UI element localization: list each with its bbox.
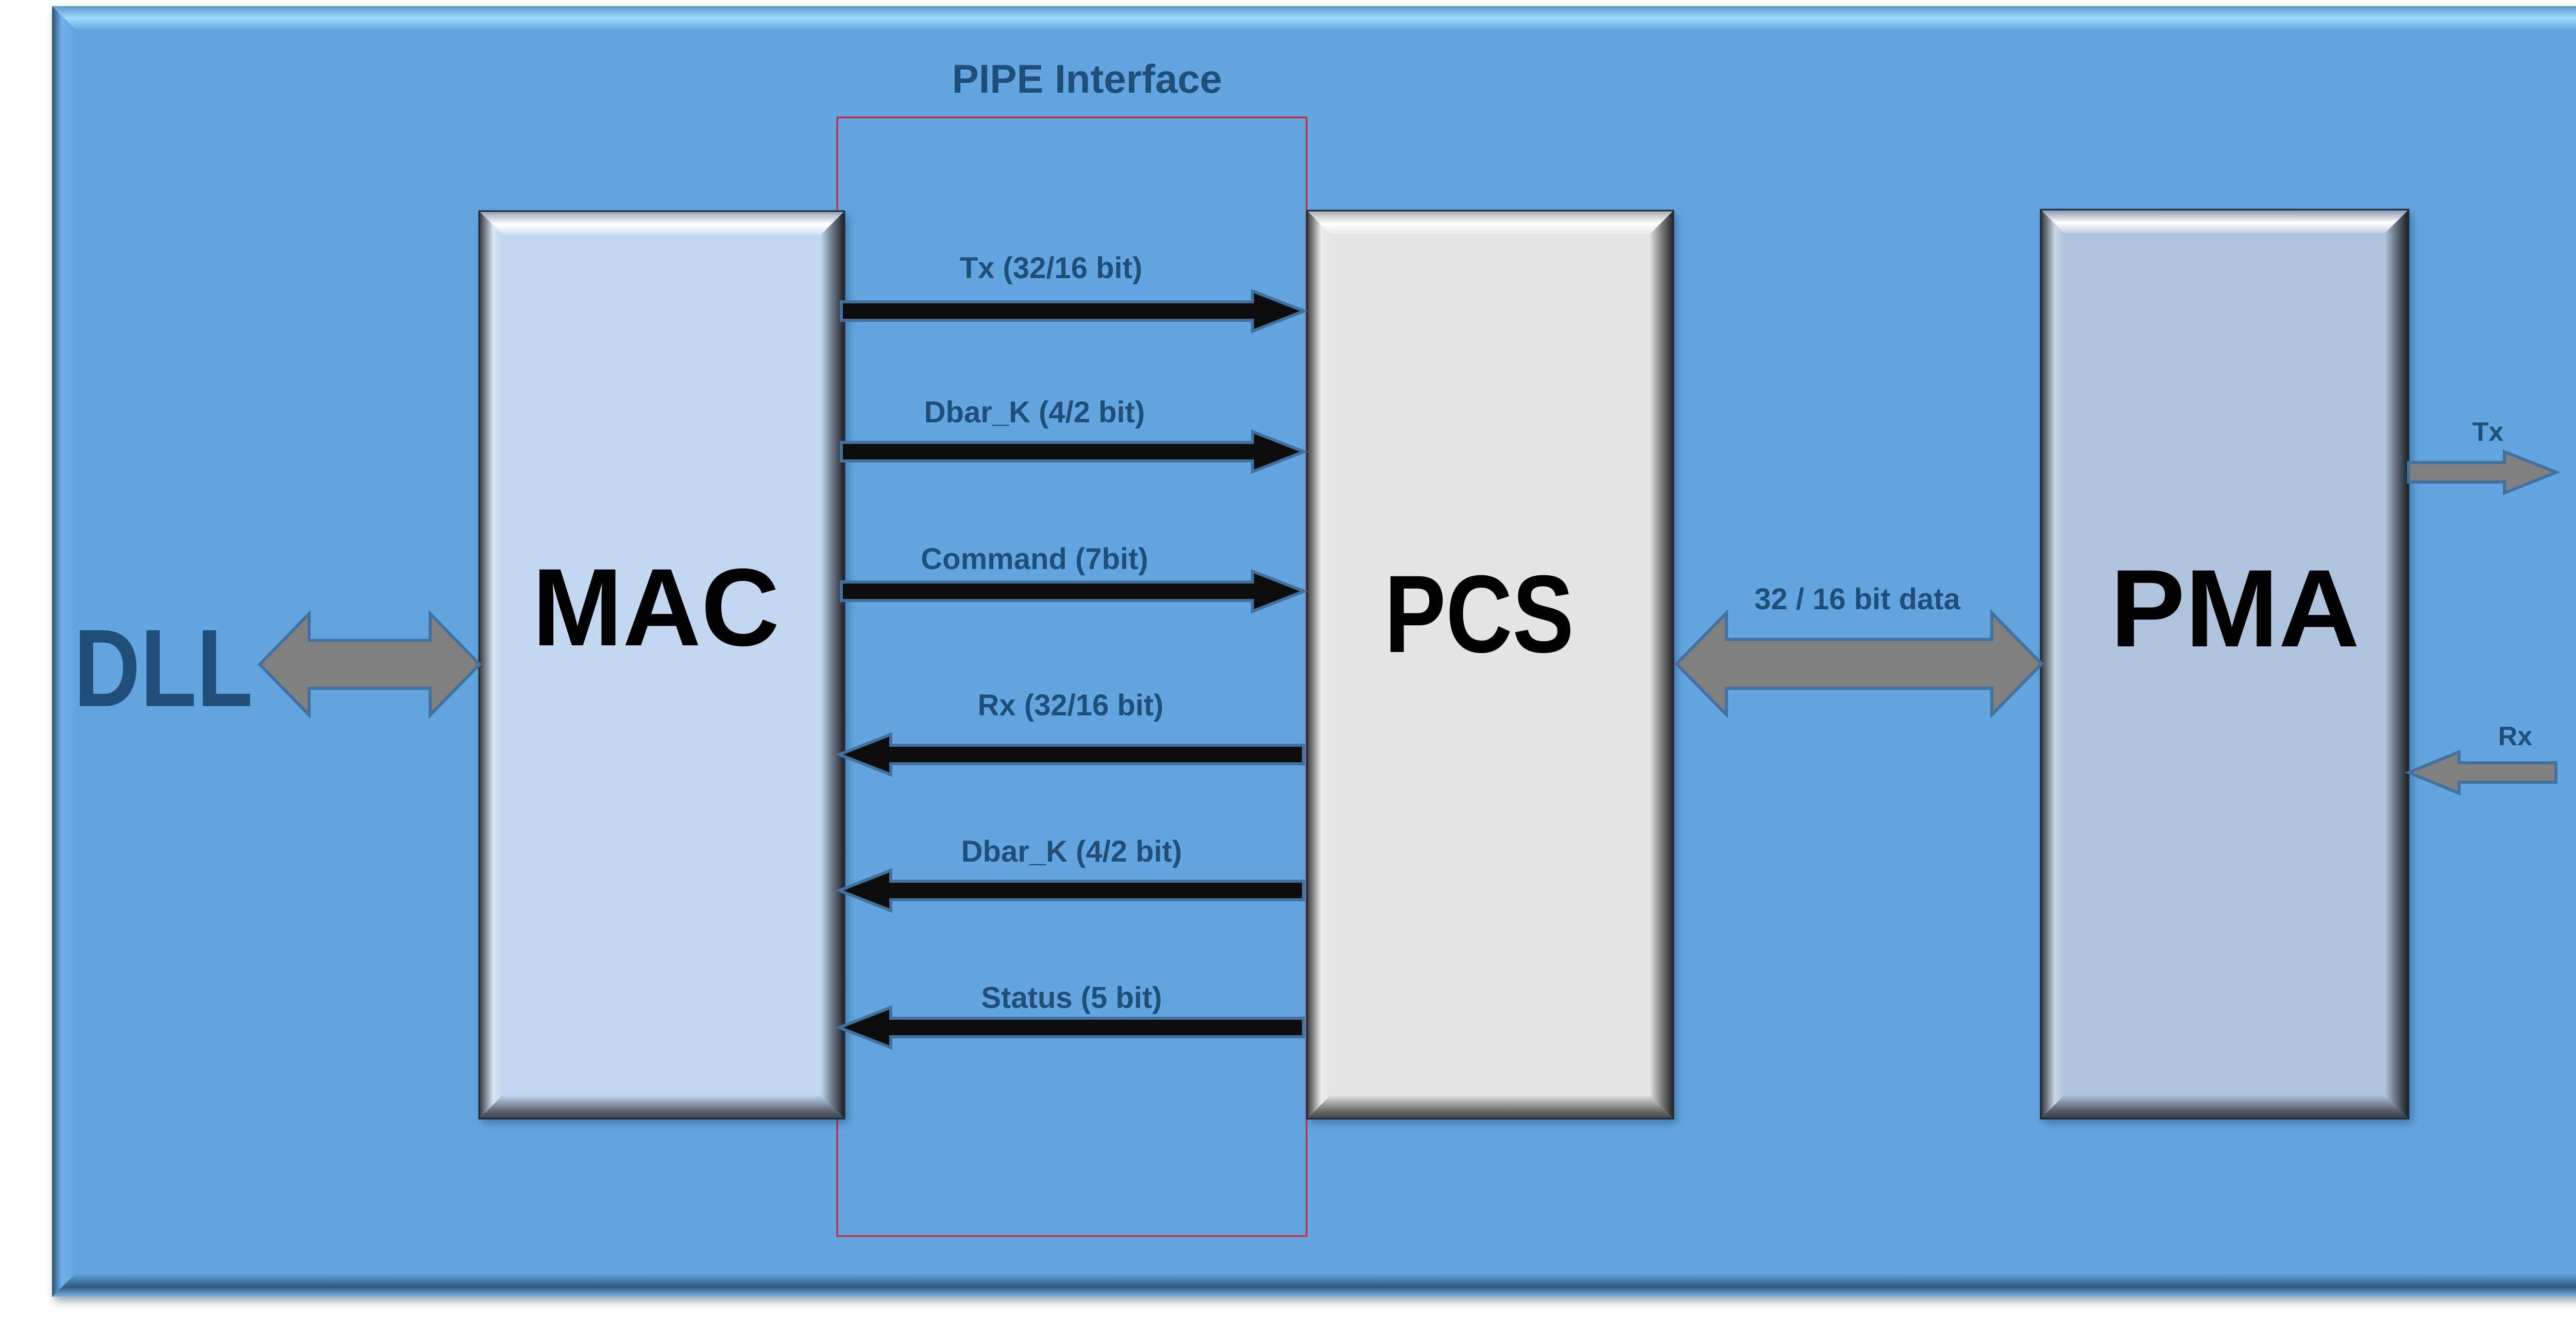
signal-label-tx: Tx (32/16 bit): [960, 251, 1143, 285]
pma-rx-arrow: [2404, 749, 2557, 796]
pma-block: [2040, 209, 2410, 1120]
signal-label-command: Command (7bit): [921, 542, 1148, 576]
signal-label-rx: Rx (32/16 bit): [978, 689, 1164, 722]
mac-block: [478, 210, 845, 1120]
pcs-pma-double-arrow: [1674, 609, 2044, 719]
pcs-pma-link-label: 32 / 16 bit data: [1754, 582, 1960, 616]
signal-label-dbar-k-tx: Dbar_K (4/2 bit): [924, 396, 1145, 429]
pma-tx-label: Tx: [2472, 417, 2504, 447]
signal-arrow-dbar-k-tx: [840, 429, 1309, 474]
signal-arrow-dbar-k-rx: [835, 868, 1305, 913]
dll-label: DLL: [74, 607, 253, 730]
pcs-block-label: PCS: [1384, 553, 1574, 676]
signal-arrow-tx: [840, 288, 1309, 334]
pcs-block: [1306, 210, 1674, 1120]
signal-arrow-status: [835, 1005, 1305, 1050]
signal-label-dbar-k-rx: Dbar_K (4/2 bit): [961, 835, 1182, 868]
pma-rx-label: Rx: [2498, 722, 2533, 751]
pma-block-label: PMA: [2110, 547, 2360, 670]
signal-arrow-command: [840, 569, 1309, 614]
mac-block-label: MAC: [532, 546, 779, 669]
pipe-interface-title: PIPE Interface: [952, 56, 1223, 101]
signal-label-status: Status (5 bit): [981, 981, 1162, 1015]
dll-mac-double-arrow: [257, 610, 482, 719]
pma-tx-arrow: [2407, 449, 2561, 495]
signal-arrow-rx: [835, 732, 1305, 777]
